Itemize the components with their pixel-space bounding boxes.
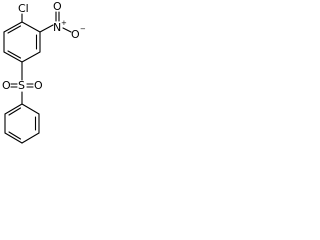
nitro-minus-charge: −: [80, 25, 86, 33]
bond-ring2-a: [21, 103, 40, 115]
bond-ring2-f: [4, 103, 23, 115]
sulfonyl-oxygen-right-label: O: [34, 79, 43, 92]
molecule-svg: Cl N + O O − S O O: [2, 0, 86, 144]
bond-ring1-a: [21, 21, 41, 33]
structure-diagram: Cl N + O O − S O O: [0, 0, 88, 146]
bond-ring2-d: [4, 132, 23, 144]
bond-ring1-f: [3, 21, 23, 33]
bond-ring1-d: [3, 51, 23, 63]
nitro-oxygen-top-label: O: [53, 0, 62, 13]
upper-benzene-ring: [3, 21, 41, 63]
sulfonyl-oxygen-left-label: O: [2, 79, 11, 92]
bond-c-n: [39, 24, 54, 33]
nitro-plus-charge: +: [61, 19, 67, 27]
bond-ring2-double-3: [8, 107, 22, 116]
bond-n-o-side: [62, 27, 72, 33]
lower-benzene-ring: [4, 103, 40, 144]
bond-ring2-c: [21, 132, 40, 144]
nitro-oxygen-side-label: O: [71, 28, 80, 41]
bond-ring2-double-2: [8, 131, 22, 140]
bond-ring1-double-3: [7, 25, 22, 34]
nitro-nitrogen-label: N: [53, 21, 61, 34]
bond-ring1-c: [21, 51, 41, 63]
sulfur-label: S: [18, 79, 25, 92]
chlorine-label: Cl: [18, 2, 29, 15]
bond-ring1-double-2: [7, 50, 22, 59]
